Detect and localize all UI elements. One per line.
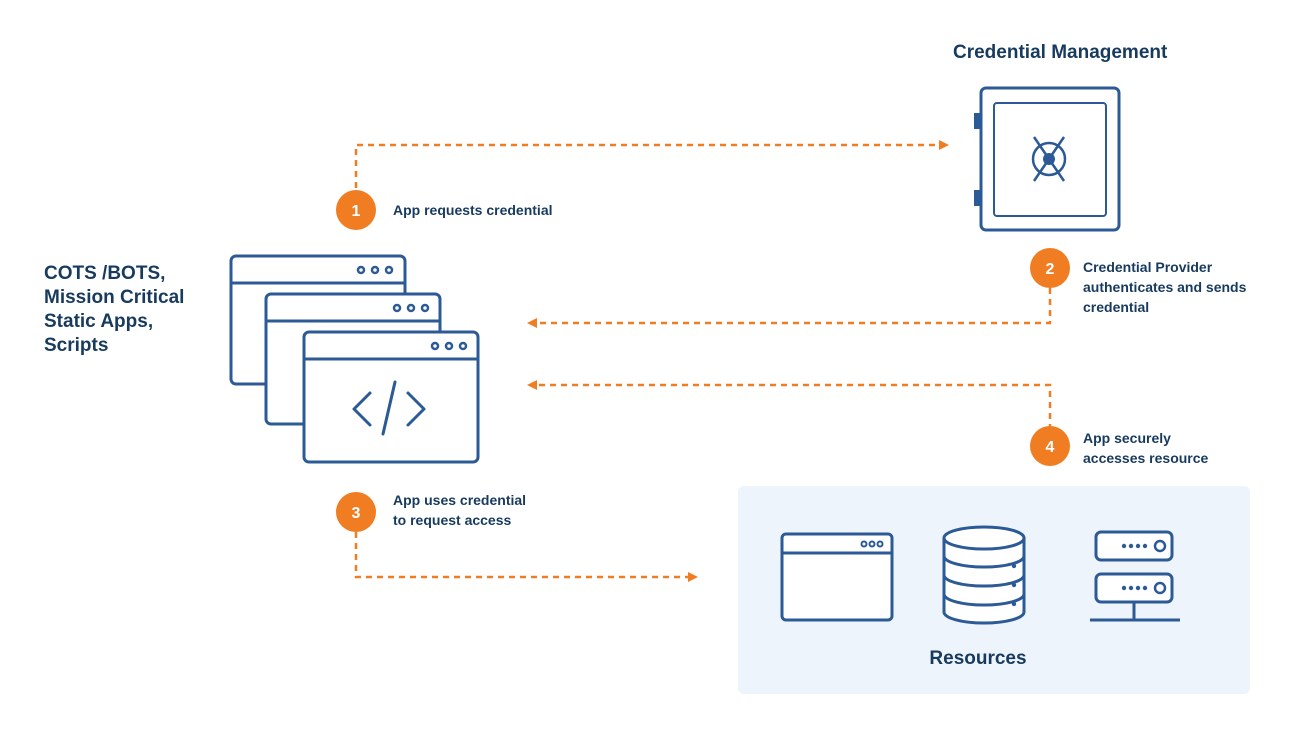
flow-arrow-4	[527, 380, 1052, 430]
apps-label-line: Static Apps,	[44, 311, 154, 332]
step-badge-4: 4	[1030, 426, 1070, 466]
step-3-label: App uses credential to request access	[393, 490, 573, 530]
database-icon	[942, 525, 1026, 625]
browser-window-dots	[860, 540, 884, 548]
step-badge-1: 1	[336, 190, 376, 230]
apps-label: COTS /BOTS, Mission Critical Static Apps…	[44, 262, 214, 358]
svg-text:3: 3	[352, 505, 361, 522]
step-1-line: App requests credential	[393, 202, 553, 218]
apps-label-line: COTS /BOTS,	[44, 263, 166, 284]
step-4-label: App securely accesses resource	[1083, 428, 1233, 468]
window-dots	[356, 265, 468, 351]
step-3-line: App uses credential	[393, 492, 527, 508]
step-2-label: Credential Provider authenticates and se…	[1083, 257, 1258, 317]
step-badge-3: 3	[336, 492, 376, 532]
step-4-line: App securely	[1083, 430, 1171, 446]
credential-management-title: Credential Management	[953, 42, 1168, 63]
flow-arrow-1	[354, 140, 949, 188]
step-2-line: Credential Provider	[1083, 259, 1213, 275]
flow-arrow-2	[527, 288, 1052, 328]
apps-label-line: Scripts	[44, 335, 109, 356]
svg-text:2: 2	[1046, 261, 1055, 278]
step-2-line: credential	[1083, 299, 1150, 315]
resources-label: Resources	[929, 648, 1027, 669]
browser-window-icon	[780, 532, 894, 622]
svg-text:4: 4	[1046, 439, 1055, 456]
server-icon	[1090, 530, 1180, 622]
code-icon	[352, 380, 426, 436]
step-1-label: App requests credential	[393, 200, 553, 220]
vault-icon	[974, 86, 1121, 232]
svg-text:1: 1	[352, 203, 361, 220]
step-3-line: to request access	[393, 512, 512, 528]
step-4-line: accesses resource	[1083, 450, 1209, 466]
apps-label-line: Mission Critical	[44, 287, 185, 308]
database-dots	[1011, 563, 1017, 607]
server-dots	[1121, 543, 1148, 591]
browser-stack-icon	[229, 254, 480, 464]
step-2-line: authenticates and sends	[1083, 279, 1247, 295]
flow-arrow-3	[354, 532, 698, 582]
step-badge-2: 2	[1030, 248, 1070, 288]
